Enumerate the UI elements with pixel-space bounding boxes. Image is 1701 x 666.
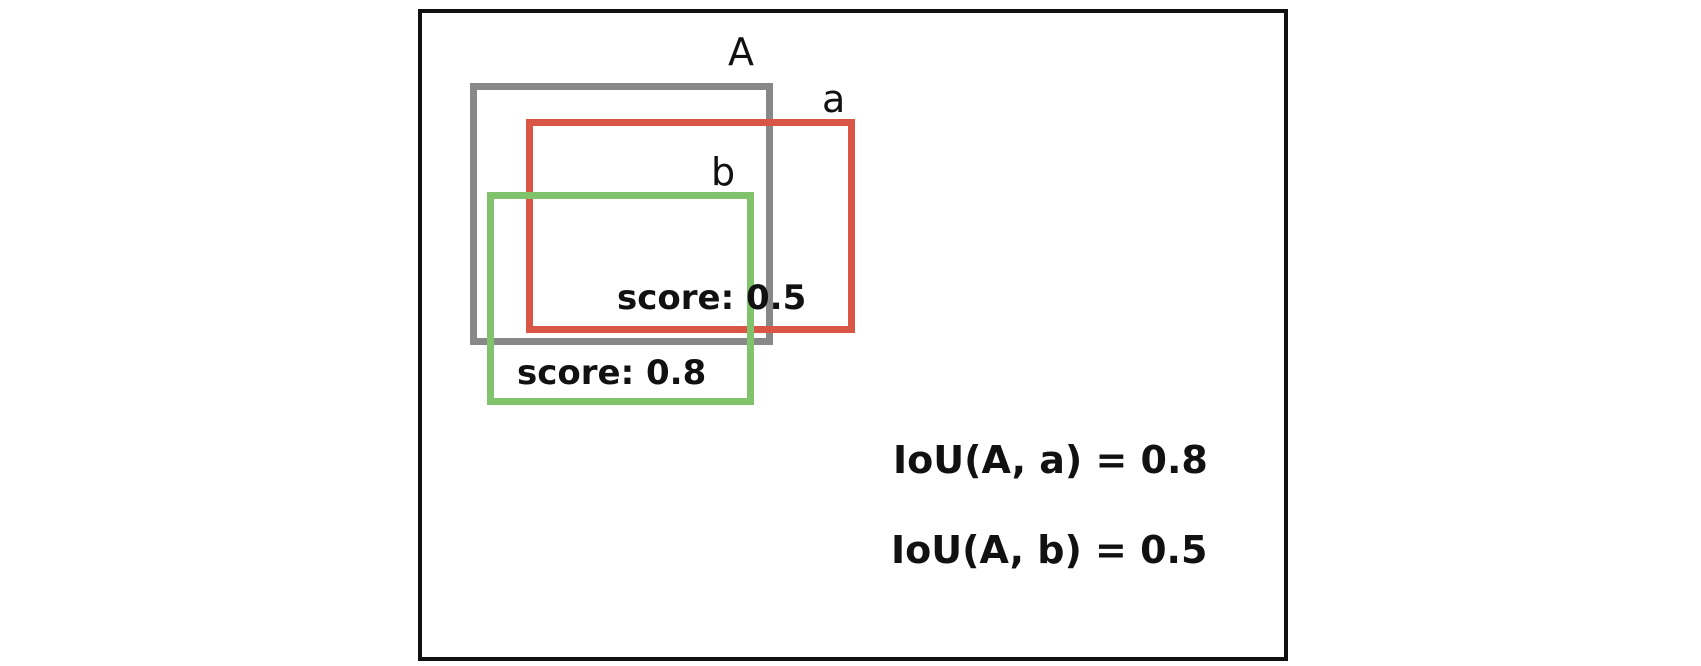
iou-A-b: IoU(A, b) = 0.5 [891, 528, 1208, 572]
box-b [487, 192, 754, 405]
box-A [470, 83, 773, 345]
score-b: score: 0.8 [517, 353, 707, 393]
box-a [526, 119, 855, 333]
label-b: b [711, 150, 736, 194]
label-A: A [728, 30, 754, 74]
label-a: a [822, 77, 846, 121]
score-a: score: 0.5 [617, 278, 807, 318]
outer-frame [418, 9, 1288, 661]
iou-A-a: IoU(A, a) = 0.8 [893, 438, 1208, 482]
